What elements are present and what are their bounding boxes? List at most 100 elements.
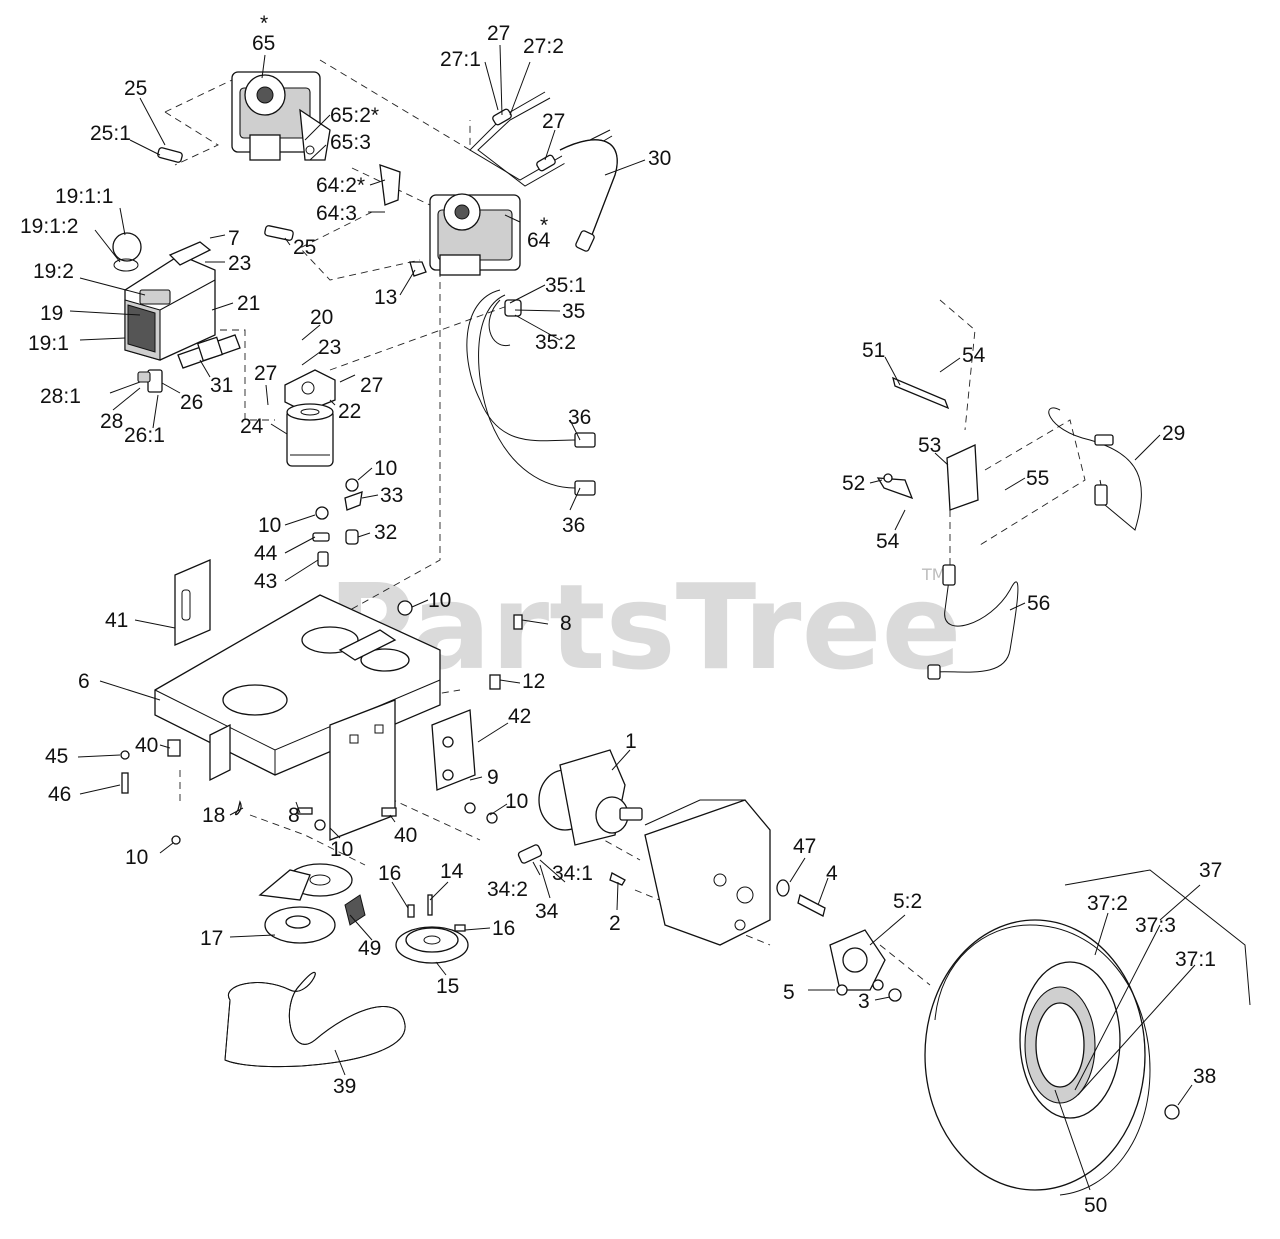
callout-10-b: 10 <box>258 514 281 537</box>
callout-50: 50 <box>1084 1194 1107 1217</box>
callout-25-mid: 25 <box>293 236 316 259</box>
hose-29 <box>1048 407 1142 531</box>
fitting-25-mid <box>264 225 294 241</box>
callout-15: 15 <box>436 975 459 998</box>
callout-33: 33 <box>380 484 403 507</box>
callout-labels: 65 * 25 25:1 65:2* 65:3 27 27:1 27:2 27 … <box>20 12 1222 1217</box>
callout-22: 22 <box>338 400 361 423</box>
tire-wheel-37 <box>924 869 1251 1196</box>
callout-18: 18 <box>202 804 225 827</box>
callout-16-right: 16 <box>492 917 515 940</box>
callout-55: 55 <box>1026 467 1049 490</box>
drive-belt-39 <box>224 971 406 1068</box>
callout-34: 34 <box>535 900 559 923</box>
callout-19: 19 <box>40 302 63 325</box>
callout-35: 35 <box>562 300 585 323</box>
hose-56 <box>927 564 1019 680</box>
callout-40-left: 40 <box>135 734 158 757</box>
callout-52: 52 <box>842 472 865 495</box>
callout-65-star: * <box>260 12 268 35</box>
callout-39: 39 <box>333 1075 356 1098</box>
callout-8-bottom: 8 <box>288 804 300 827</box>
hardware-small <box>120 478 523 845</box>
callout-19-1: 19:1 <box>28 332 69 355</box>
callout-10-a: 10 <box>374 457 397 480</box>
callout-64-3: 64:3 <box>316 202 357 225</box>
callout-65-2: 65:2* <box>330 104 379 127</box>
callout-43: 43 <box>254 570 277 593</box>
callout-10-f: 10 <box>125 846 148 869</box>
callout-27-filter: 27 <box>254 362 277 385</box>
callout-35-2: 35:2 <box>535 331 576 354</box>
callout-54-top: 54 <box>962 344 986 367</box>
callout-10-c: 10 <box>428 589 451 612</box>
callout-24: 24 <box>240 415 264 438</box>
callout-27-2: 27:2 <box>523 35 564 58</box>
bracket-42 <box>431 709 476 791</box>
frame-6 <box>154 594 441 841</box>
callout-16-top: 16 <box>378 862 401 885</box>
callout-36-top: 36 <box>568 406 591 429</box>
bracket-assembly-53 <box>876 376 979 511</box>
callout-27-filter-right: 27 <box>360 374 383 397</box>
callout-45: 45 <box>45 745 68 768</box>
callout-14: 14 <box>440 860 464 883</box>
callout-37-2: 37:2 <box>1087 892 1128 915</box>
callout-23-top: 23 <box>228 252 251 275</box>
callout-10-d: 10 <box>505 790 528 813</box>
callout-10-e: 10 <box>330 838 353 861</box>
callout-26: 26 <box>180 391 203 414</box>
callout-5: 5 <box>783 981 795 1004</box>
callout-49: 49 <box>358 937 381 960</box>
callout-28-1: 28:1 <box>40 385 81 408</box>
callout-46: 46 <box>48 783 71 806</box>
callout-9: 9 <box>487 766 499 789</box>
callout-64-star: * <box>540 214 548 237</box>
hydraulic-tubes <box>469 91 618 252</box>
hydraulic-pump-65 <box>231 71 331 161</box>
callout-44: 44 <box>254 542 278 565</box>
callout-47: 47 <box>793 835 816 858</box>
bracket-41 <box>174 559 211 646</box>
callout-28: 28 <box>100 410 123 433</box>
callout-27-top: 27 <box>487 22 510 45</box>
callout-41: 41 <box>105 609 128 632</box>
callout-2: 2 <box>609 912 621 935</box>
wheel-hub-5 <box>829 929 902 1002</box>
oil-filter-24 <box>286 403 334 467</box>
callout-40-right: 40 <box>394 824 417 847</box>
callout-3: 3 <box>858 990 870 1013</box>
filter-head-22 <box>284 369 336 413</box>
callout-5-2: 5:2 <box>893 890 922 913</box>
reservoir-19 <box>112 232 216 361</box>
callout-19-1-1: 19:1:1 <box>55 185 113 208</box>
hydraulic-motor-1 <box>517 749 643 864</box>
pulley-15 <box>395 872 626 964</box>
callout-30: 30 <box>648 147 671 170</box>
callout-25: 25 <box>124 77 147 100</box>
callout-19-2: 19:2 <box>33 260 74 283</box>
callout-19-1-2: 19:1:2 <box>20 215 78 238</box>
callout-65-3: 65:3 <box>330 131 371 154</box>
callout-4: 4 <box>826 862 838 885</box>
callout-31: 31 <box>210 374 233 397</box>
callout-26-1: 26:1 <box>124 424 165 447</box>
hoses-36 <box>466 289 596 496</box>
callout-38: 38 <box>1193 1065 1216 1088</box>
leader-lines <box>69 44 1201 1191</box>
callout-27-right: 27 <box>542 110 565 133</box>
callout-51: 51 <box>862 339 885 362</box>
assembly-lines <box>164 59 1086 986</box>
callout-23-mid: 23 <box>318 336 341 359</box>
transmission-housing <box>644 799 771 946</box>
fitting-26 <box>137 369 163 393</box>
callout-20: 20 <box>310 306 333 329</box>
idler-assembly-17 <box>258 863 366 944</box>
callout-17: 17 <box>200 927 223 950</box>
callout-37-1: 37:1 <box>1175 948 1216 971</box>
callout-64-2: 64:2* <box>316 174 365 197</box>
callout-37-3: 37:3 <box>1135 914 1176 937</box>
callout-27-1: 27:1 <box>440 48 481 71</box>
watermark-trademark: TM <box>921 565 946 584</box>
